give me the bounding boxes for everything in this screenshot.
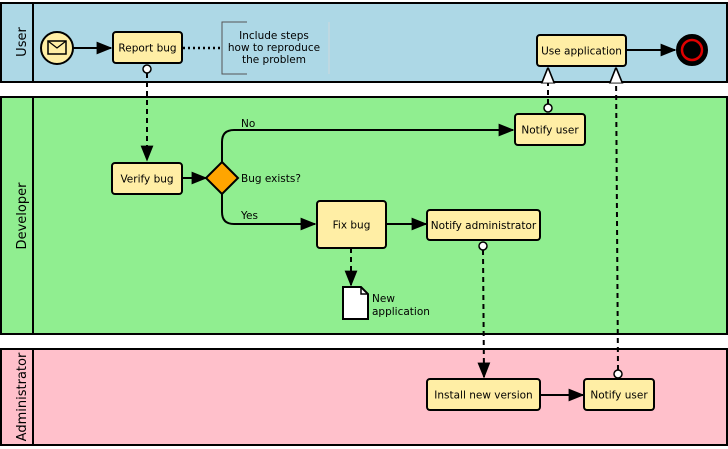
data-object-new-application: New application [342, 286, 430, 320]
task-notify-user-dev-label: Notify user [521, 125, 579, 137]
task-verify-bug-label: Verify bug [120, 174, 173, 186]
lane-administrator-label: Administrator [15, 352, 30, 441]
lane-user-label: User [15, 27, 30, 57]
flow-label-no: No [241, 118, 255, 130]
lane-developer-label: Developer [15, 182, 30, 250]
task-install-new-version[interactable]: Install new version [426, 378, 541, 411]
message-flows [140, 69, 618, 379]
flow-no-to-notify-user [221, 123, 515, 162]
task-notify-user-admin-label: Notify user [590, 390, 648, 402]
artifact-line-1: New [372, 293, 395, 305]
message-notify-admin-to-install [477, 249, 491, 379]
task-use-application-label: Use application [541, 46, 622, 58]
flow-yes-to-fix-bug [221, 194, 317, 231]
sequence-flows [73, 41, 677, 402]
start-event [40, 31, 74, 65]
task-fix-bug-label: Fix bug [333, 220, 371, 232]
task-report-bug-label: Report bug [118, 43, 176, 55]
task-report-bug[interactable]: Report bug [112, 31, 183, 64]
annotation-line-1: Include steps [239, 30, 309, 42]
end-event [676, 34, 708, 66]
annotation-line-3: the problem [242, 54, 306, 66]
task-install-new-version-label: Install new version [434, 390, 532, 402]
task-notify-administrator-label: Notify administrator [431, 220, 537, 232]
annotation-line-2: how to reproduce [228, 42, 320, 54]
gateway-bug-exists[interactable] [204, 160, 240, 196]
task-use-application[interactable]: Use application [536, 34, 627, 67]
task-verify-bug[interactable]: Verify bug [111, 162, 183, 195]
task-notify-administrator[interactable]: Notify administrator [426, 209, 541, 241]
task-notify-user-admin[interactable]: Notify user [583, 378, 655, 411]
flow-label-yes: Yes [240, 210, 258, 222]
task-fix-bug[interactable]: Fix bug [316, 200, 387, 249]
task-notify-user-dev[interactable]: Notify user [514, 113, 586, 146]
text-annotation: Include steps how to reproduce the probl… [221, 21, 330, 75]
document-icon [342, 286, 369, 320]
gateway-label: Bug exists? [241, 173, 301, 185]
artifact-line-2: application [372, 306, 430, 318]
